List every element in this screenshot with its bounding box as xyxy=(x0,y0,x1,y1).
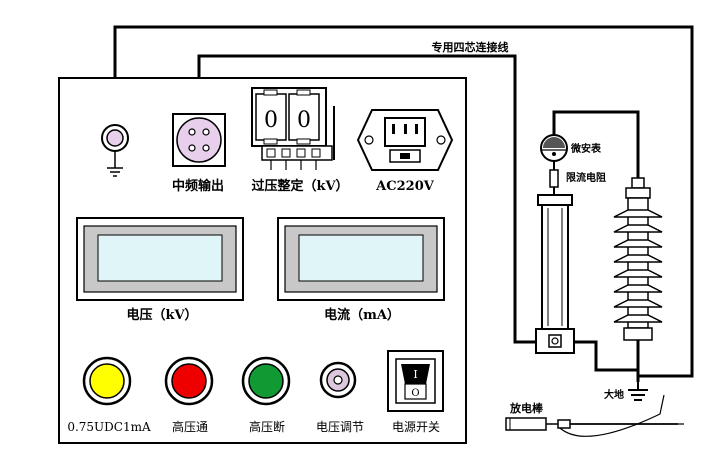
resistor-label: 限流电阻 xyxy=(566,171,606,184)
overvoltage-label: 过压整定（kV） xyxy=(251,178,348,194)
power-switch-label: 电源开关 xyxy=(392,420,440,434)
microammeter xyxy=(540,134,568,162)
switch-off-symbol: O xyxy=(411,388,419,399)
current-meter-label: 电流（mA） xyxy=(324,307,400,323)
power-switch[interactable]: I O xyxy=(387,350,444,412)
overvoltage-digit-2: 0 xyxy=(297,108,311,133)
green-button-label: 高压断 xyxy=(249,419,285,434)
column-to-arrester-lead xyxy=(568,340,638,372)
discharge-rod-label: 放电棒 xyxy=(509,401,544,415)
yellow-button[interactable] xyxy=(82,356,132,406)
wiring xyxy=(113,25,694,378)
inlet-pin xyxy=(392,124,395,134)
voltage-meter xyxy=(76,217,244,301)
ground-terminal[interactable] xyxy=(101,124,129,177)
current-limiting-resistor xyxy=(549,169,559,188)
yellow-button-label: 0.75UDC1mA xyxy=(67,420,151,434)
microammeter-label: 微安表 xyxy=(570,142,602,155)
overvoltage-setter[interactable]: 0 0 xyxy=(251,87,335,170)
current-meter-display xyxy=(298,234,424,282)
green-button[interactable] xyxy=(241,356,291,406)
four-core-cable xyxy=(197,54,548,344)
overvoltage-digit-1: 0 xyxy=(264,108,278,133)
current-meter xyxy=(277,217,445,301)
inlet-pin xyxy=(404,124,407,134)
output-connector[interactable] xyxy=(172,113,226,167)
red-button-label: 高压通 xyxy=(172,419,208,434)
high-voltage-column xyxy=(535,194,575,354)
power-inlet[interactable] xyxy=(356,109,454,171)
voltage-adjust-knob[interactable] xyxy=(319,361,357,399)
connector-pin xyxy=(188,144,196,152)
output-label: 中频输出 xyxy=(172,178,224,194)
red-button[interactable] xyxy=(164,356,214,406)
discharge-rod[interactable] xyxy=(505,394,684,437)
switch-on-symbol: I xyxy=(413,368,417,381)
surge-arrester xyxy=(613,177,663,382)
voltage-meter-display xyxy=(97,234,223,282)
arrester-sheds xyxy=(613,209,663,323)
cable-label: 专用四芯连接线 xyxy=(432,40,509,54)
connector-pin xyxy=(188,128,196,136)
voltage-adjust-label: 电压调节 xyxy=(316,420,364,434)
earth-ground-icon xyxy=(628,382,648,401)
power-inlet-label: AC220V xyxy=(375,179,435,194)
connector-pin xyxy=(202,144,210,152)
ground-symbol-icon xyxy=(107,167,123,177)
ground-label: 大地 xyxy=(604,388,624,401)
specimen-lead xyxy=(552,110,640,180)
ground-wire-top-loop xyxy=(113,25,694,378)
inlet-pin xyxy=(415,124,418,134)
connector-pin xyxy=(202,128,210,136)
voltage-meter-label: 电压（kV） xyxy=(126,307,197,323)
